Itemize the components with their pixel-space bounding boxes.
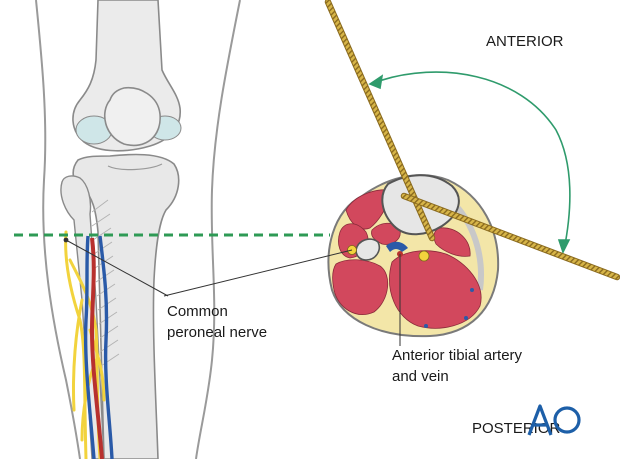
label-cpn-line2: peroneal nerve [167, 324, 268, 341]
vessel-small-2 [464, 316, 468, 320]
tibial-nerve-section-dot [418, 250, 430, 262]
label-common-peroneal-nerve: Common peroneal nerve [167, 301, 267, 343]
vessel-small-3 [424, 324, 428, 328]
wire-lower [400, 192, 620, 281]
label-atav-line2: and vein [392, 368, 449, 385]
label-anterior-tibial-artery-vein: Anterior tibial artery and vein [392, 345, 522, 387]
cross-section [327, 174, 500, 338]
vein-section [386, 241, 408, 252]
anterior-tibial-artery [89, 237, 104, 459]
fibula-section [355, 238, 381, 261]
label-anterior: ANTERIOR [486, 33, 564, 50]
anterior-tibial-vein [83, 235, 114, 459]
muscle-posterior [389, 227, 482, 329]
patella [103, 87, 161, 147]
ao-logo [527, 404, 581, 436]
leader-lines [65, 239, 401, 346]
muscle-lateral [332, 259, 388, 315]
label-atav-line1: Anterior tibial artery [392, 347, 523, 364]
vessel-small-1 [470, 288, 474, 292]
leader-dot-cpn [63, 237, 69, 243]
leg-outline [35, 0, 241, 459]
rotation-arrow-icon [368, 71, 571, 255]
fibula [60, 175, 105, 459]
label-cpn-line1: Common [167, 303, 228, 320]
